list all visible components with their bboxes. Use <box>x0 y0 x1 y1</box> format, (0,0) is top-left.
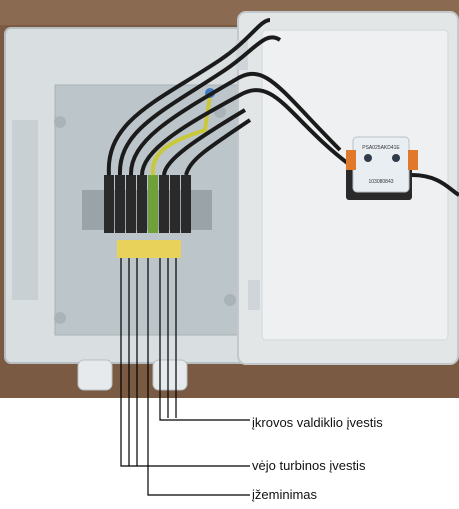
side-recess <box>12 120 38 300</box>
ground-wire <box>150 94 212 176</box>
module-clip <box>346 150 356 170</box>
callout-wind-turbine-input: vėjo turbinos įvestis <box>252 458 366 473</box>
module-screw <box>364 154 372 162</box>
cable-gland <box>152 359 188 391</box>
cable-bundle <box>106 18 352 176</box>
hinge <box>248 280 260 310</box>
screw-hole <box>54 116 66 128</box>
module-clip <box>408 150 418 170</box>
callout-charge-controller-input: įkrovos valdiklio įvestis <box>252 415 383 430</box>
caption-area <box>0 398 459 509</box>
module-screw <box>392 154 400 162</box>
terminal-block-row <box>104 175 191 233</box>
module-text-1: PSA025AKD41E <box>362 145 400 151</box>
screw-hole <box>54 312 66 324</box>
callout-lines <box>120 258 250 496</box>
screw-hole <box>224 294 236 306</box>
module-cable <box>411 173 459 197</box>
label-strip <box>117 240 181 258</box>
cable-gland <box>77 359 113 391</box>
callout-grounding: įžeminimas <box>252 487 318 502</box>
module-text-2: 103080843 <box>368 179 393 185</box>
